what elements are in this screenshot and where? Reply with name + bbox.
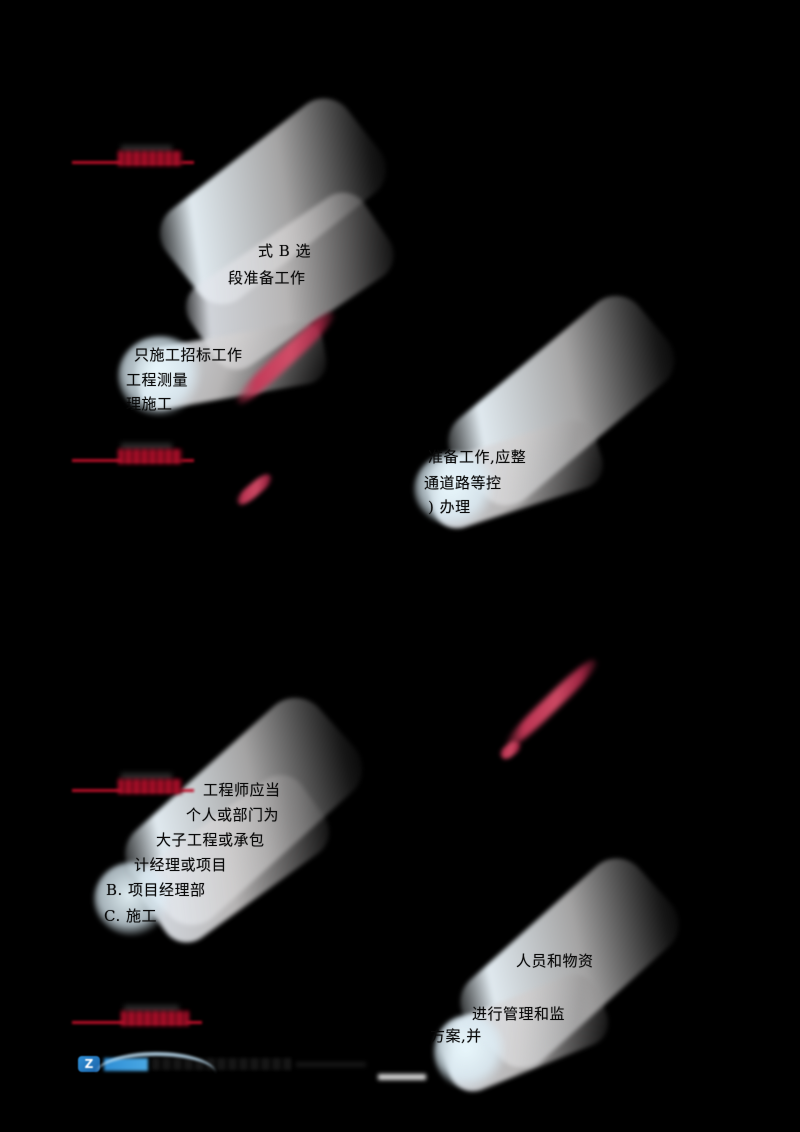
heading-redaction-1 xyxy=(118,151,182,166)
text-fragment-2: 段准备工作 xyxy=(228,269,306,287)
section-heading-4 xyxy=(72,1002,202,1028)
text-fragment-16: 进行管理和监 xyxy=(472,1005,566,1023)
text-fragment-6: 准备工作,应整 xyxy=(428,448,527,466)
highlighter-streak-icon-left-tail xyxy=(234,471,275,508)
text-fragment-3: 只施工招标工作 xyxy=(134,346,243,364)
text-fragment-7: 通道路等控 xyxy=(424,474,502,492)
section-heading-2 xyxy=(72,440,194,466)
heading-redaction-4 xyxy=(121,1011,189,1026)
heading-ghost-2 xyxy=(120,443,173,451)
heading-redaction-2 xyxy=(118,449,182,464)
footer-smudge-left xyxy=(378,1074,426,1080)
text-fragment-9: 工程师应当 xyxy=(203,781,281,799)
highlighter-streak-icon-left xyxy=(232,307,339,409)
section-heading-3 xyxy=(72,770,194,796)
text-fragment-5: 理施工 xyxy=(126,395,173,413)
heading-ghost-3 xyxy=(120,773,173,781)
z-logo-icon xyxy=(78,1056,100,1072)
heading-redaction-3 xyxy=(118,779,182,794)
watermark-arc-icon xyxy=(96,1052,216,1078)
bottom-watermark xyxy=(78,1052,370,1072)
text-fragment-8: ) 办理 xyxy=(428,498,471,516)
text-fragment-17: 方案,并 xyxy=(430,1027,482,1045)
text-fragment-12: 计经理或项目 xyxy=(134,856,228,874)
heading-ghost-4 xyxy=(124,1005,179,1013)
watermark-tail-block xyxy=(296,1061,366,1067)
text-fragment-1: 式 B 选 xyxy=(258,242,312,260)
option-b: B. 项目经理部 xyxy=(106,881,206,899)
heading-ghost-1 xyxy=(120,145,173,153)
text-fragment-11: 大子工程或承包 xyxy=(156,831,265,849)
option-c: C. 施工 xyxy=(104,907,157,925)
text-fragment-10: 个人或部门为 xyxy=(186,806,280,824)
text-fragment-4: 工程测量 xyxy=(126,371,189,389)
text-fragment-15: 人员和物资 xyxy=(516,952,594,970)
section-heading-1 xyxy=(72,142,194,168)
highlighter-streak-icon-right xyxy=(502,655,601,752)
